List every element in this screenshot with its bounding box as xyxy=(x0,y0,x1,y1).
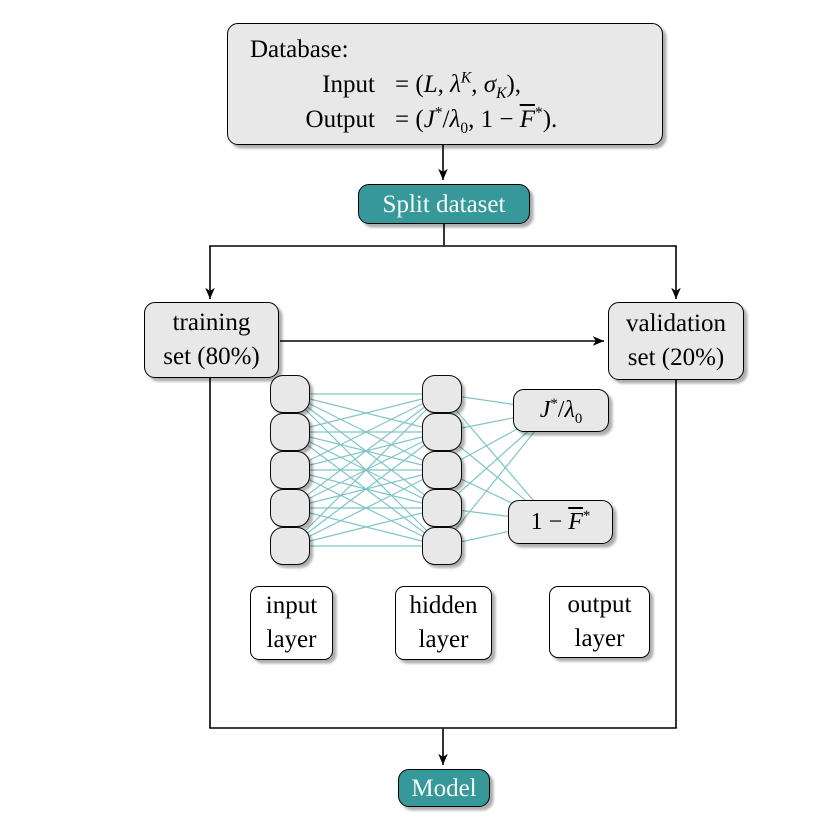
input-layer-line1: input xyxy=(265,592,318,619)
input-node-5 xyxy=(270,527,310,565)
database-input-value: = (L, λK, σK), xyxy=(395,69,522,102)
hidden-node-3 xyxy=(422,451,462,489)
network-connection-line xyxy=(289,507,443,547)
network-connection-line xyxy=(289,469,443,547)
input-layer-line2: layer xyxy=(266,626,317,653)
training-set-line1: training xyxy=(172,309,251,336)
network-connection-line xyxy=(289,393,443,433)
validation-set-box: validation set (20%) xyxy=(608,302,744,380)
network-connection-line xyxy=(289,393,443,547)
split-dataset-label: Split dataset xyxy=(382,190,506,218)
database-box: Database: Input = (L, λK, σK), Output = … xyxy=(227,23,663,145)
hidden-node-4 xyxy=(422,489,462,527)
output-node-fbar: 1 − F* xyxy=(508,500,613,544)
input-node-4 xyxy=(270,489,310,527)
input-node-3 xyxy=(270,451,310,489)
model-label: Model xyxy=(411,774,477,802)
network-connection-line xyxy=(289,393,443,471)
hidden-layer-line2: layer xyxy=(418,626,469,653)
database-input-row: Input = (L, λK, σK), xyxy=(250,67,652,102)
input-layer-label-box: input layer xyxy=(250,586,333,660)
database-input-label: Input xyxy=(322,71,375,98)
training-set-box: training set (80%) xyxy=(144,302,279,378)
output-node-fbar-label: 1 − F* xyxy=(530,507,591,535)
database-output-label: Output xyxy=(305,106,375,133)
model-box: Model xyxy=(398,769,490,807)
output-layer-line2: layer xyxy=(574,625,625,652)
database-title: Database: xyxy=(250,36,349,63)
input-node-1 xyxy=(270,375,310,413)
hidden-node-2 xyxy=(422,413,462,451)
output-node-jstar-label: J*/λ0 xyxy=(539,396,583,427)
hidden-node-1 xyxy=(422,375,462,413)
input-node-2 xyxy=(270,413,310,451)
output-layer-line1: output xyxy=(567,591,632,618)
validation-set-line1: validation xyxy=(626,310,726,337)
output-layer-label-box: output layer xyxy=(549,586,650,658)
hidden-layer-label-box: hidden layer xyxy=(395,586,492,660)
network-connection-line xyxy=(289,393,443,509)
split-dataset-box: Split dataset xyxy=(358,184,530,224)
network-connection-line xyxy=(289,431,443,547)
database-output-row: Output = (J*/λ0, 1 − F*). xyxy=(250,102,652,137)
hidden-node-5 xyxy=(422,527,462,565)
network-connection-line xyxy=(441,409,553,547)
training-set-line2: set (80%) xyxy=(163,343,260,370)
hidden-layer-line1: hidden xyxy=(409,592,478,619)
database-output-value: = (J*/λ0, 1 − F*). xyxy=(395,104,558,137)
output-node-jstar: J*/λ0 xyxy=(513,389,609,432)
network-connections xyxy=(289,393,553,547)
validation-set-line2: set (20%) xyxy=(627,344,725,371)
